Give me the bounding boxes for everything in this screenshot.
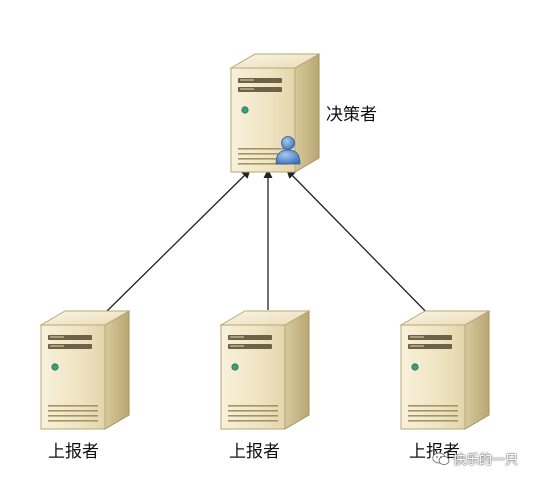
user-icon (275, 136, 301, 165)
decider-server (230, 53, 320, 173)
arrow-left-to-decider (103, 169, 251, 315)
server-icon (400, 310, 490, 430)
wechat-icon (432, 452, 450, 465)
arrow-right-to-decider (286, 169, 437, 323)
arrows (103, 169, 437, 323)
server-icon (40, 310, 130, 430)
reporter-label-2: 上报者 (229, 442, 280, 462)
reporter-server-1 (40, 310, 130, 430)
server-icon (220, 310, 310, 430)
decider-label: 决策者 (326, 105, 377, 125)
watermark: 快乐的一只 (432, 449, 518, 468)
reporter-server-2 (220, 310, 310, 430)
reporter-label-1: 上报者 (48, 442, 99, 462)
reporter-server-3 (400, 310, 490, 430)
watermark-text: 快乐的一只 (453, 453, 519, 468)
server-icon (230, 53, 320, 173)
